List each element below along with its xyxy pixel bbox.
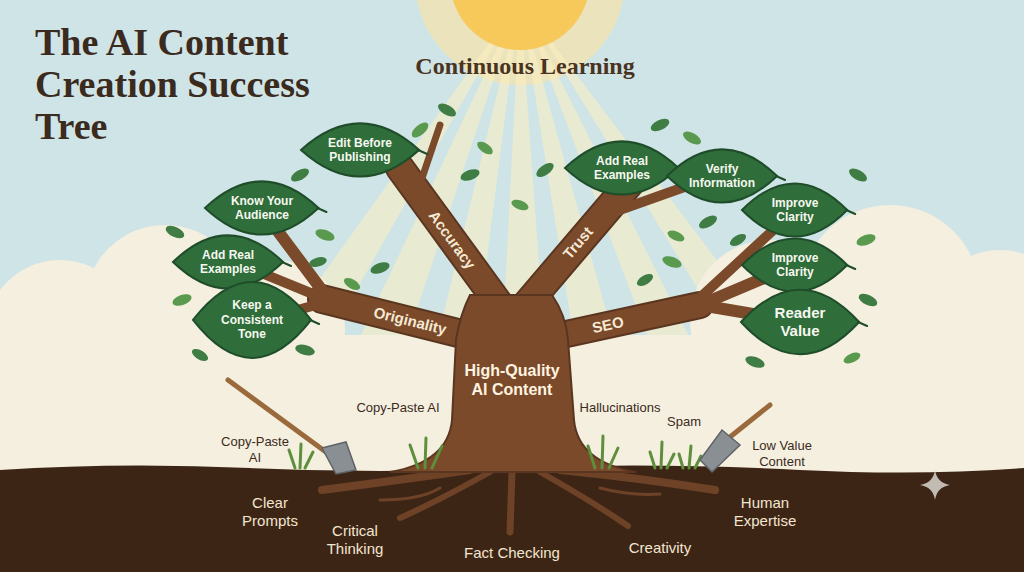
small-leaf bbox=[666, 228, 686, 244]
small-leaf bbox=[475, 139, 495, 157]
root bbox=[510, 472, 512, 532]
leaf-stem bbox=[847, 210, 856, 214]
small-leaf bbox=[190, 347, 210, 364]
weed bbox=[679, 446, 701, 468]
leaf-text: Add Real Examples bbox=[191, 248, 264, 277]
weed-label: Copy-Paste AI bbox=[215, 434, 295, 465]
weed-label: Low Value Content bbox=[744, 438, 820, 469]
leaf-box: Add Real Examples bbox=[563, 140, 680, 196]
branch-outline bbox=[520, 176, 636, 312]
small-leaf bbox=[510, 198, 530, 213]
ground bbox=[0, 465, 1024, 572]
branch bbox=[520, 176, 636, 312]
root-label: Clear Prompts bbox=[238, 494, 302, 530]
leaf-box: Know Your Audience bbox=[203, 180, 320, 236]
leaf-stem bbox=[282, 262, 291, 266]
weed-label: Spam bbox=[667, 414, 701, 430]
hoe-blade bbox=[322, 442, 356, 474]
small-leaf bbox=[314, 227, 336, 243]
small-leaf bbox=[436, 101, 458, 120]
small-leaf bbox=[369, 260, 391, 276]
root-label: Human Expertise bbox=[727, 494, 803, 530]
small-leaf bbox=[459, 167, 481, 183]
title: The AI Content Creation Success Tree bbox=[35, 22, 320, 147]
small-leaf bbox=[308, 255, 328, 268]
leaf-outline bbox=[205, 181, 318, 234]
leaf-stem bbox=[310, 320, 319, 324]
leaf-outline bbox=[173, 235, 283, 288]
weed-label: Copy-Paste AI bbox=[356, 400, 439, 416]
leaf-stem bbox=[318, 208, 327, 212]
branch bbox=[548, 305, 700, 338]
root-label: Creativity bbox=[629, 539, 692, 557]
root bbox=[540, 472, 628, 526]
small-leaf bbox=[842, 350, 862, 366]
leaf-outline bbox=[742, 238, 847, 291]
small-leaf bbox=[635, 272, 655, 289]
weed-label: Hallucinations bbox=[580, 400, 661, 416]
small-leaf bbox=[534, 160, 556, 180]
leaf-box: Add Real Examples bbox=[171, 234, 285, 290]
leaf-outline bbox=[741, 290, 859, 355]
root-label: Critical Thinking bbox=[319, 522, 391, 558]
root bbox=[600, 488, 660, 494]
small-leaf bbox=[728, 232, 748, 249]
branch-outline bbox=[322, 299, 478, 338]
root-label: Fact Checking bbox=[464, 544, 560, 562]
leaf-stem bbox=[858, 322, 867, 326]
branch-outline bbox=[548, 305, 700, 338]
weed bbox=[289, 444, 313, 468]
leaf-text: Edit Before Publishing bbox=[321, 136, 399, 165]
small-leaf bbox=[294, 343, 316, 358]
trunk-label: High-Quality AI Content bbox=[458, 361, 566, 399]
small-leaf bbox=[661, 254, 683, 270]
leaf-box: Keep a Consistent Tone bbox=[191, 280, 313, 360]
trowel-handle bbox=[730, 405, 770, 437]
leaf-stem bbox=[847, 265, 856, 269]
small-leaf bbox=[847, 166, 869, 185]
small-leaf bbox=[681, 129, 703, 148]
leaf-text: Add Real Examples bbox=[584, 154, 659, 183]
small-leaf bbox=[697, 213, 719, 232]
leaf-outline bbox=[742, 183, 847, 236]
weed bbox=[650, 442, 674, 468]
small-leaf bbox=[342, 276, 362, 293]
sun bbox=[450, 0, 590, 50]
small-leaf bbox=[855, 232, 877, 248]
branch bbox=[322, 299, 478, 338]
leaf-box: Improve Clarity bbox=[740, 237, 849, 293]
small-leaf bbox=[649, 116, 671, 134]
small-leaf bbox=[164, 223, 186, 241]
leaf-outline bbox=[301, 123, 419, 176]
root bbox=[380, 488, 440, 500]
trowel-blade bbox=[700, 430, 740, 472]
leaf-text: Verify Information bbox=[685, 162, 758, 191]
leaf-text: Know Your Audience bbox=[224, 194, 299, 223]
small-leaf bbox=[857, 291, 879, 309]
leaf-box: Reader Value bbox=[739, 288, 861, 356]
leaf-text: Improve Clarity bbox=[760, 196, 830, 225]
small-leaf bbox=[409, 120, 431, 141]
small-leaf bbox=[744, 354, 766, 370]
root bbox=[400, 472, 490, 518]
leaf-text: Reader Value bbox=[761, 304, 839, 340]
small-leaf bbox=[171, 292, 193, 308]
sun-label: Continuous Learning bbox=[415, 52, 634, 81]
leaf-stem bbox=[776, 176, 785, 180]
leaf-outline bbox=[193, 282, 311, 358]
leaf-text: Improve Clarity bbox=[760, 251, 830, 280]
leaf-outline bbox=[565, 141, 678, 194]
weed bbox=[588, 436, 618, 468]
leaf-box: Improve Clarity bbox=[740, 182, 849, 238]
leaf-box: Edit Before Publishing bbox=[299, 122, 421, 178]
sparkle bbox=[920, 470, 950, 500]
weed bbox=[410, 438, 442, 468]
small-leaf bbox=[289, 166, 311, 185]
leaf-text: Keep a Consistent Tone bbox=[213, 298, 291, 341]
leaf-stem bbox=[418, 150, 427, 154]
